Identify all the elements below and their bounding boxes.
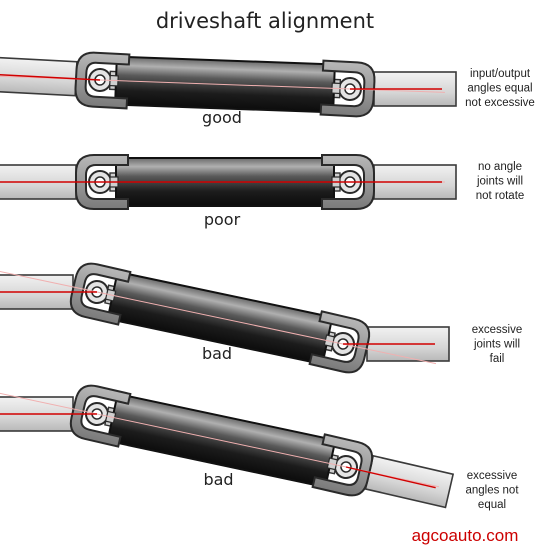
alignment-panel: bad excessive joints will fail (0, 262, 523, 374)
alignment-label: bad (203, 470, 233, 489)
alignment-label: bad (202, 344, 232, 363)
brand-watermark: agcoauto.com (412, 526, 519, 545)
output-centerline (345, 466, 436, 489)
alignment-note-line: fail (490, 353, 505, 365)
alignment-note-line: equal (478, 499, 506, 511)
driveshaft-axis-line (0, 270, 437, 365)
alignment-note-line: excessive (467, 470, 518, 482)
alignment-panel: poor no angle joints will not rotate (0, 154, 525, 229)
input-centerline (0, 74, 101, 81)
alignment-label: good (202, 108, 242, 127)
alignment-panel: bad excessive angles not equal (0, 384, 519, 511)
alignment-note-line: input/output (470, 68, 531, 80)
alignment-note-line: angles not (465, 485, 519, 497)
alignment-panel: good input/output angles equal not excessiv… (0, 51, 535, 127)
diagram-title: driveshaft alignment (156, 9, 374, 33)
alignment-note-line: joints will (476, 176, 523, 188)
alignment-note-line: excessive (472, 324, 523, 336)
alignment-note-line: not excessive (465, 97, 535, 109)
alignment-note-line: angles equal (467, 83, 532, 95)
alignment-note-line: joints will (473, 339, 520, 351)
alignment-note-line: no angle (478, 161, 522, 173)
alignment-label: poor (204, 210, 241, 229)
universal-joint-left (75, 154, 129, 210)
alignment-note-line: not rotate (476, 190, 525, 202)
